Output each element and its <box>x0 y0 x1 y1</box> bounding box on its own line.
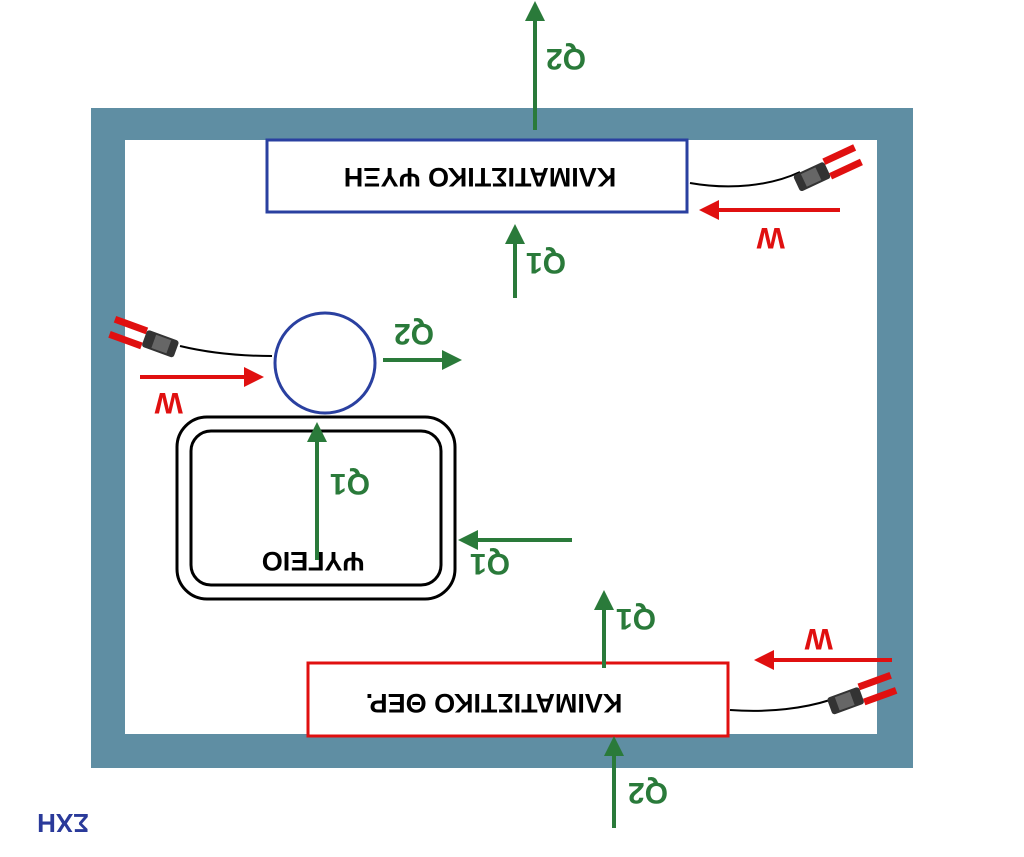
w-heat-label: W <box>804 622 833 655</box>
heating-ac-label: ΚΛΙΜΑΤΙΣΤΙΚΟ ΘΕΡ. <box>366 688 623 718</box>
cooling-ac-unit <box>265 138 689 214</box>
cooling-plug-cable <box>689 171 801 188</box>
cooling-ac-label: ΚΛΙΜΑΤΙΣΤΙΚΟ ΨΥΞΗ <box>344 162 616 192</box>
heating-ac-unit <box>306 661 730 738</box>
q-compressor-label: Q2 <box>394 317 434 350</box>
q-top-label: Q2 <box>546 42 586 75</box>
q-cool-in-label: Q1 <box>526 246 566 279</box>
power-plug-icon <box>108 315 179 358</box>
fridge-label: ΨΥΓΕΙΟ <box>262 546 365 576</box>
w-cool-label: W <box>756 221 785 254</box>
power-plug-icon <box>827 672 898 715</box>
power-plug-icon <box>793 144 863 192</box>
q-bottom-label: Q2 <box>628 776 668 809</box>
compressor-plug-cable <box>179 345 273 357</box>
w-compressor-label: W <box>154 386 183 419</box>
q-room-fridge-label: Q1 <box>470 547 510 580</box>
q-fridge-label: Q1 <box>330 467 370 500</box>
compressor-circle <box>273 311 377 415</box>
figure-tag: ΣΧΗ <box>37 808 89 838</box>
heating-plug-cable <box>729 699 831 712</box>
q-heat-out-label: Q1 <box>616 602 656 635</box>
